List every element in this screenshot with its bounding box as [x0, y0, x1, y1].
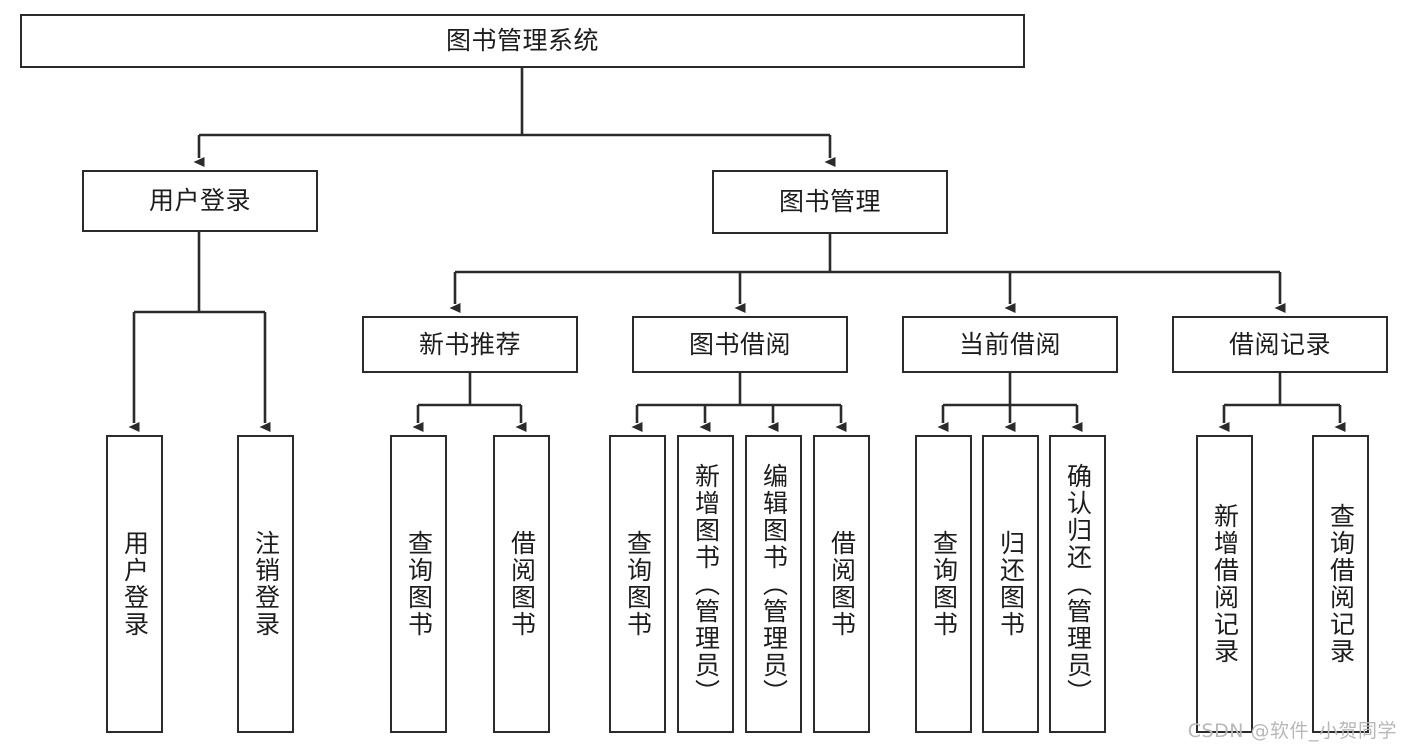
node-label: 查询图书 [929, 530, 959, 638]
node-borrow-record[interactable]: 借阅记录 [1172, 316, 1388, 373]
leaf-borrow-borrow-book[interactable]: 借阅图书 [813, 435, 870, 733]
node-label: 用户登录 [120, 530, 150, 638]
node-label: 借阅图书 [827, 530, 857, 638]
node-label: 新书推荐 [418, 329, 521, 359]
node-label: 查询图书 [623, 530, 653, 638]
leaf-record-add-borrow-record[interactable]: 新增借阅记录 [1196, 435, 1253, 733]
leaf-borrow-query-book[interactable]: 查询图书 [609, 435, 666, 733]
leaf-borrow-add-book-admin[interactable]: 新增图书（管理员） [677, 435, 734, 733]
node-label: 编辑图书（管理员） [759, 462, 789, 706]
leaf-recommend-query-book[interactable]: 查询图书 [390, 435, 447, 733]
node-label: 图书管理 [778, 187, 881, 217]
node-label: 归还图书 [996, 530, 1026, 638]
node-label: 注销登录 [251, 530, 281, 638]
leaf-user-login[interactable]: 用户登录 [106, 435, 163, 733]
node-label: 当前借阅 [958, 329, 1061, 359]
leaf-current-confirm-return-admin[interactable]: 确认归还（管理员） [1049, 435, 1106, 733]
node-label: 用户登录 [148, 186, 251, 216]
node-user-login[interactable]: 用户登录 [82, 170, 318, 232]
node-label: 借阅记录 [1228, 329, 1331, 359]
leaf-borrow-edit-book-admin[interactable]: 编辑图书（管理员） [745, 435, 802, 733]
leaf-logout[interactable]: 注销登录 [237, 435, 294, 733]
node-current-borrow[interactable]: 当前借阅 [902, 316, 1118, 373]
node-label: 确认归还（管理员） [1063, 462, 1093, 706]
leaf-current-query-book[interactable]: 查询图书 [915, 435, 972, 733]
node-label: 借阅图书 [507, 530, 537, 638]
node-label: 新增借阅记录 [1210, 503, 1240, 665]
leaf-record-query-borrow-record[interactable]: 查询借阅记录 [1312, 435, 1369, 733]
node-label: 图书借阅 [688, 329, 791, 359]
node-label: 新增图书（管理员） [691, 462, 721, 706]
node-label: 图书管理系统 [445, 26, 599, 56]
node-new-book-recommend[interactable]: 新书推荐 [362, 316, 578, 373]
watermark: CSDN @软件_小贺同学 [1187, 720, 1397, 742]
node-label: 查询借阅记录 [1326, 503, 1356, 665]
leaf-current-return-book[interactable]: 归还图书 [982, 435, 1039, 733]
node-label: 查询图书 [404, 530, 434, 638]
leaf-recommend-borrow-book[interactable]: 借阅图书 [493, 435, 550, 733]
node-root-book-management-system[interactable]: 图书管理系统 [20, 14, 1025, 68]
node-book-management[interactable]: 图书管理 [712, 170, 948, 234]
node-book-borrow[interactable]: 图书借阅 [632, 316, 848, 373]
